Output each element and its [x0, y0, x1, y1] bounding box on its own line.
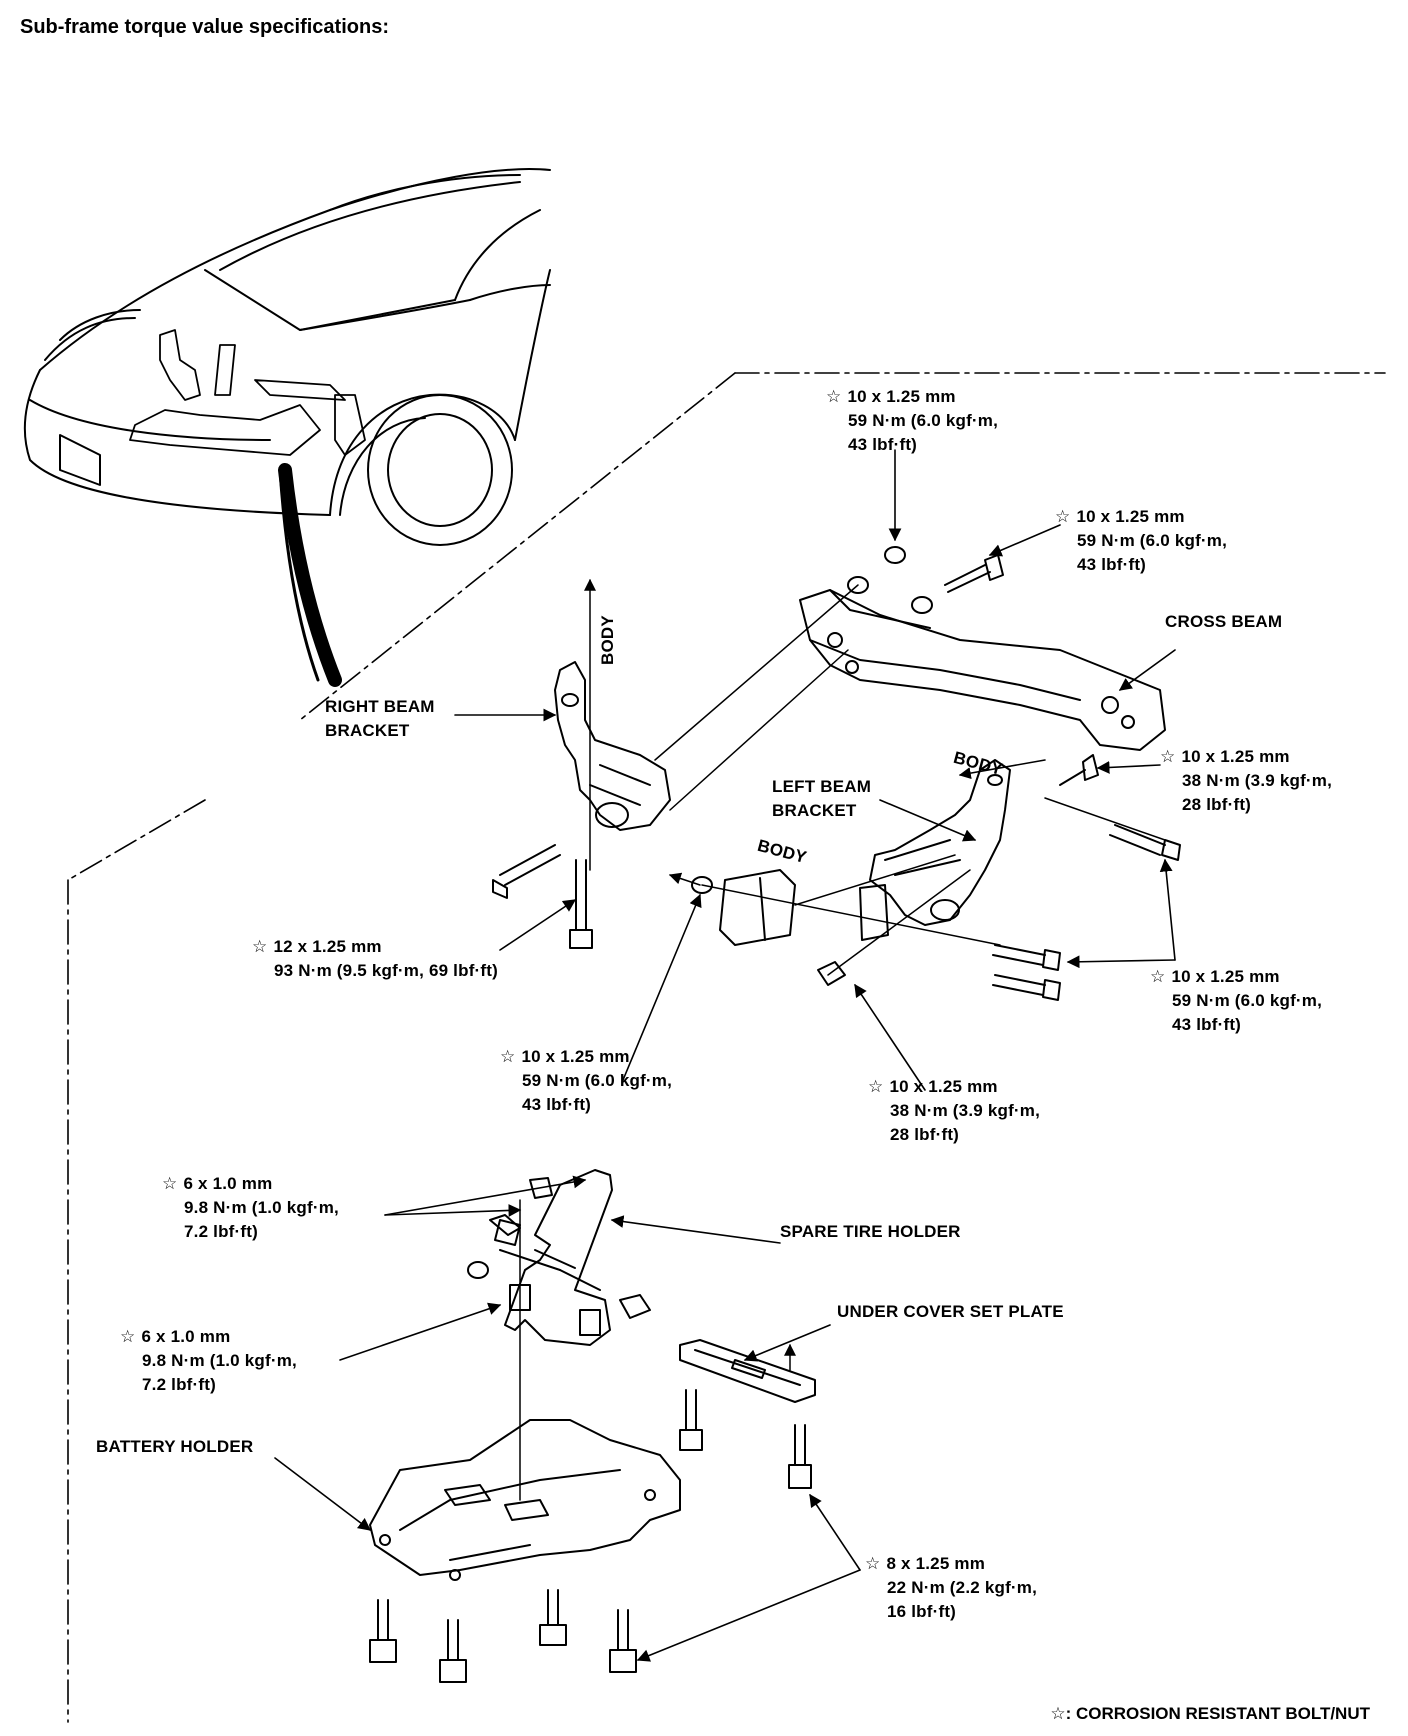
label-spare-tire-holder: SPARE TIRE HOLDER: [780, 1222, 961, 1241]
label-under-cover-set-plate: UNDER COVER SET PLATE: [837, 1302, 1064, 1321]
battery-holder: [369, 1419, 681, 1581]
label-left-bracket-top-spec: ☆10 x 1.25 mm 38 N·m (3.9 kgf·m, 28 lbf·…: [1160, 747, 1333, 814]
detail-frame: [67, 372, 1386, 1723]
label-center-nut-spec: ☆10 x 1.25 mm 59 N·m (6.0 kgf·m, 43 lbf·…: [500, 1047, 673, 1114]
label-spare-holder-nut-spec: ☆6 x 1.0 mm 9.8 N·m (1.0 kgf·m, 7.2 lbf·…: [120, 1327, 297, 1394]
detail-pointer-arrow: [278, 463, 342, 687]
label-spare-holder-bolt-spec: ☆6 x 1.0 mm 9.8 N·m (1.0 kgf·m, 7.2 lbf·…: [162, 1174, 339, 1241]
label-battery-bolts-spec: ☆8 x 1.25 mm 22 N·m (2.2 kgf·m, 16 lbf·f…: [865, 1554, 1038, 1621]
body-mount: [719, 869, 889, 946]
car-subframe-sketch: [129, 329, 366, 456]
car-outline: [23, 168, 551, 546]
spare-holder-parts: [467, 1214, 651, 1336]
under-cover-set-plate: [679, 1339, 816, 1489]
label-right-bracket-lower-spec: ☆12 x 1.25 mm 93 N·m (9.5 kgf·m, 69 lbf·…: [252, 937, 498, 980]
cross-beam: [799, 589, 1166, 751]
footnote-corrosion-resistant: ☆: CORROSION RESISTANT BOLT/NUT: [1050, 1704, 1370, 1723]
battery-bolts: [369, 1589, 637, 1683]
spare-tire-holder: [494, 1169, 613, 1346]
page-title: Sub-frame torque value specifications:: [20, 16, 389, 38]
top-fasteners: [847, 546, 1099, 786]
label-right-beam-bracket: RIGHT BEAM BRACKET: [325, 697, 435, 740]
label-left-bracket-lower-right-spec: ☆10 x 1.25 mm 59 N·m (6.0 kgf·m, 43 lbf·…: [1150, 967, 1323, 1034]
label-battery-holder: BATTERY HOLDER: [96, 1437, 254, 1456]
bracket-bolts: [492, 824, 1181, 1001]
right-beam-bracket: [554, 661, 671, 831]
label-left-beam-bracket: LEFT BEAM BRACKET: [772, 777, 872, 820]
label-body-vertical: BODY: [598, 615, 617, 665]
assembly-lines: [519, 578, 1166, 1501]
label-cross-beam: CROSS BEAM: [1165, 612, 1283, 631]
left-beam-bracket: [869, 759, 1011, 926]
label-top-nut-spec: ☆10 x 1.25 mm 59 N·m (6.0 kgf·m, 43 lbf·…: [826, 387, 999, 454]
leader-lines: [274, 449, 1176, 1662]
label-top-bolt-spec: ☆10 x 1.25 mm 59 N·m (6.0 kgf·m, 43 lbf·…: [1055, 507, 1228, 574]
label-left-bracket-lower-center-spec: ☆10 x 1.25 mm 38 N·m (3.9 kgf·m, 28 lbf·…: [868, 1077, 1041, 1144]
